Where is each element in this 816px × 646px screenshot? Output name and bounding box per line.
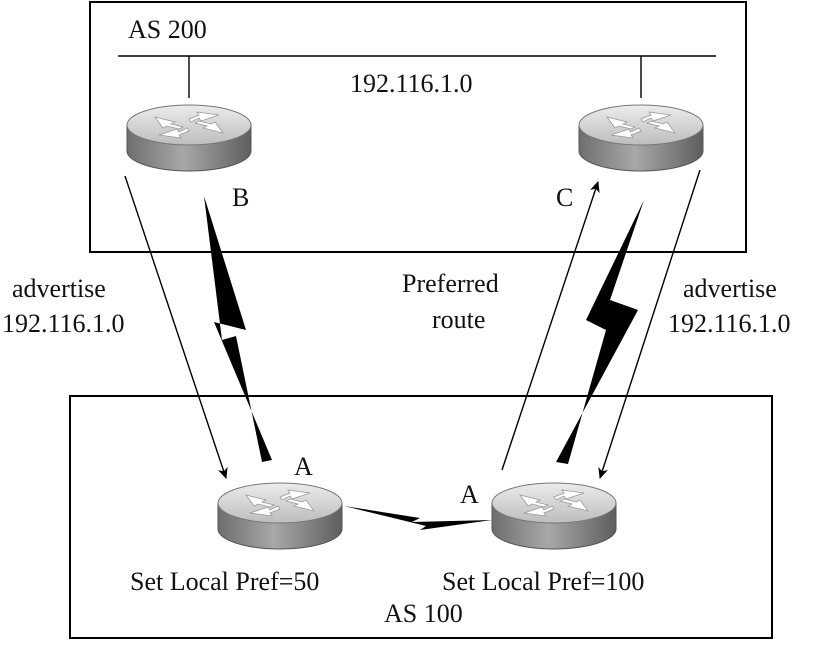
router-a-left-icon (217, 482, 343, 550)
router-c-label: C (556, 183, 573, 212)
preferred-route-arrow (501, 181, 600, 471)
as100-box (69, 395, 773, 639)
as200-box (89, 1, 747, 253)
serial-link-a-a-icon (344, 506, 492, 530)
advertise-arrow-right (598, 169, 701, 479)
right-advertise-line2: 192.116.1.0 (668, 309, 791, 338)
router-c-icon (578, 104, 704, 172)
as100-label: AS 100 (384, 599, 463, 628)
serial-link-b-a-icon (204, 196, 272, 462)
preferred-line2: route (432, 305, 485, 334)
router-a-right-icon (491, 482, 617, 550)
right-advertise-line1: advertise (683, 274, 777, 303)
router-a-right-caption: Set Local Pref=100 (442, 567, 644, 596)
serial-link-c-a-icon (556, 200, 644, 464)
router-a-left-caption: Set Local Pref=50 (130, 567, 319, 596)
router-a-right-label: A (460, 480, 479, 509)
as200-label: AS 200 (128, 15, 207, 44)
left-advertise-line1: advertise (12, 274, 106, 303)
network-label: 192.116.1.0 (350, 69, 473, 98)
left-advertise-line2: 192.116.1.0 (2, 309, 125, 338)
router-b-icon (126, 104, 252, 172)
advertise-arrow-left (124, 175, 228, 479)
preferred-line1: Preferred (402, 269, 499, 298)
router-a-left-label: A (294, 452, 313, 481)
router-b-label: B (232, 183, 249, 212)
